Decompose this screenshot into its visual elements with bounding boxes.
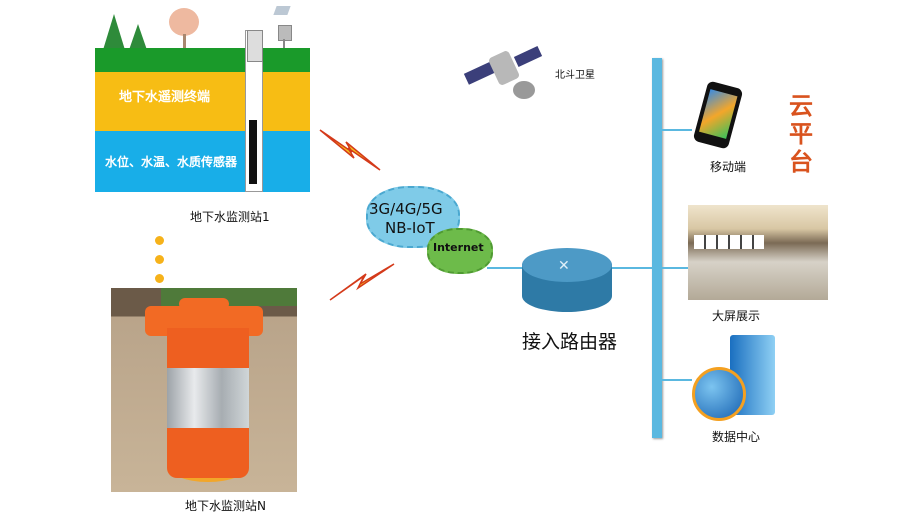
wireless-signal-icon <box>319 129 381 171</box>
ground-layer <box>95 48 310 72</box>
tree-icon <box>169 8 199 36</box>
data-center-label: 数据中心 <box>712 430 761 444</box>
satellite-icon <box>463 45 545 105</box>
terminal-layer-label: 地下水遥测终端 <box>119 90 211 105</box>
router-icon: ✕ <box>522 248 612 314</box>
tree-icon <box>129 24 147 50</box>
internet-label: Internet <box>433 241 484 254</box>
stationN-caption: 地下水监测站N <box>185 499 266 513</box>
cloud-platform-title: 云平台 <box>789 92 813 176</box>
cloud-label-line1: 3G/4G/5G <box>369 200 443 218</box>
control-room-photo <box>688 205 828 300</box>
internet-cloud <box>427 228 493 274</box>
big-screen-label: 大屏展示 <box>712 309 761 323</box>
link-line <box>662 379 692 381</box>
sensor-layer-label: 水位、水温、水质传感器 <box>105 155 238 169</box>
station1-scene: 地下水遥测终端 水位、水温、水质传感器 <box>95 0 310 195</box>
cloud-bus-line <box>652 58 662 438</box>
satellite-label: 北斗卫星 <box>555 70 595 81</box>
ellipsis-dot <box>155 236 164 245</box>
link-line <box>610 267 654 269</box>
wireless-signal-icon <box>329 263 395 301</box>
router-label: 接入路由器 <box>522 331 618 353</box>
cloud-label-line2: NB-IoT <box>385 219 435 237</box>
tree-icon <box>103 14 125 50</box>
mobile-phone-icon <box>692 80 744 150</box>
sensor-probe <box>249 120 257 184</box>
terminal-layer <box>95 72 310 131</box>
ellipsis-dot <box>155 255 164 264</box>
link-line <box>487 267 522 269</box>
stationN-photo <box>111 288 297 492</box>
station1-caption: 地下水监测站1 <box>190 210 270 224</box>
sensor-layer <box>95 131 310 192</box>
data-center-icon <box>690 335 785 425</box>
mobile-label: 移动端 <box>710 160 747 174</box>
link-line <box>662 129 692 131</box>
solar-panel-icon <box>273 6 291 15</box>
link-line <box>662 267 690 269</box>
ellipsis-dot <box>155 274 164 283</box>
